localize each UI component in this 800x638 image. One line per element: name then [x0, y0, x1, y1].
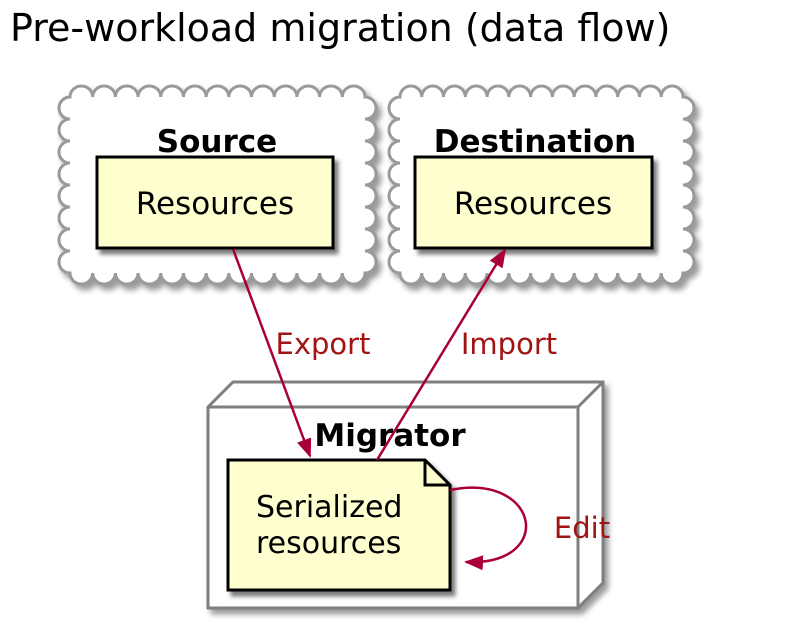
source-resources-box: [95, 155, 335, 250]
migrator-node-edges: [208, 380, 605, 610]
edit-self-loop-arrow: [449, 486, 528, 571]
export-arrow-label: Export: [276, 327, 371, 361]
diagram-title: Pre-workload migration (data flow): [10, 6, 670, 50]
migrator-node-group: Migrator Serialized resources: [206, 380, 605, 610]
edges-group: Export Import Edit: [231, 248, 610, 571]
serialized-resources-note: [226, 458, 452, 592]
export-arrow: [231, 248, 312, 458]
note-text-line2: resources: [256, 526, 401, 561]
destination-resources-box: [413, 155, 654, 250]
edit-arrow-label: Edit: [554, 511, 610, 545]
note-text-line1: Serialized: [256, 490, 402, 525]
destination-cloud-group: Destination Resources: [387, 84, 696, 286]
source-cloud-label: Source: [157, 124, 277, 160]
import-arrow-label: Import: [461, 327, 557, 361]
destination-resources-label: Resources: [454, 186, 612, 222]
destination-cloud-label: Destination: [434, 124, 636, 160]
source-cloud-group: Source Resources: [57, 84, 378, 286]
source-resources-label: Resources: [136, 186, 294, 222]
note-fold-corner: [423, 460, 450, 487]
import-arrow: [375, 248, 507, 461]
